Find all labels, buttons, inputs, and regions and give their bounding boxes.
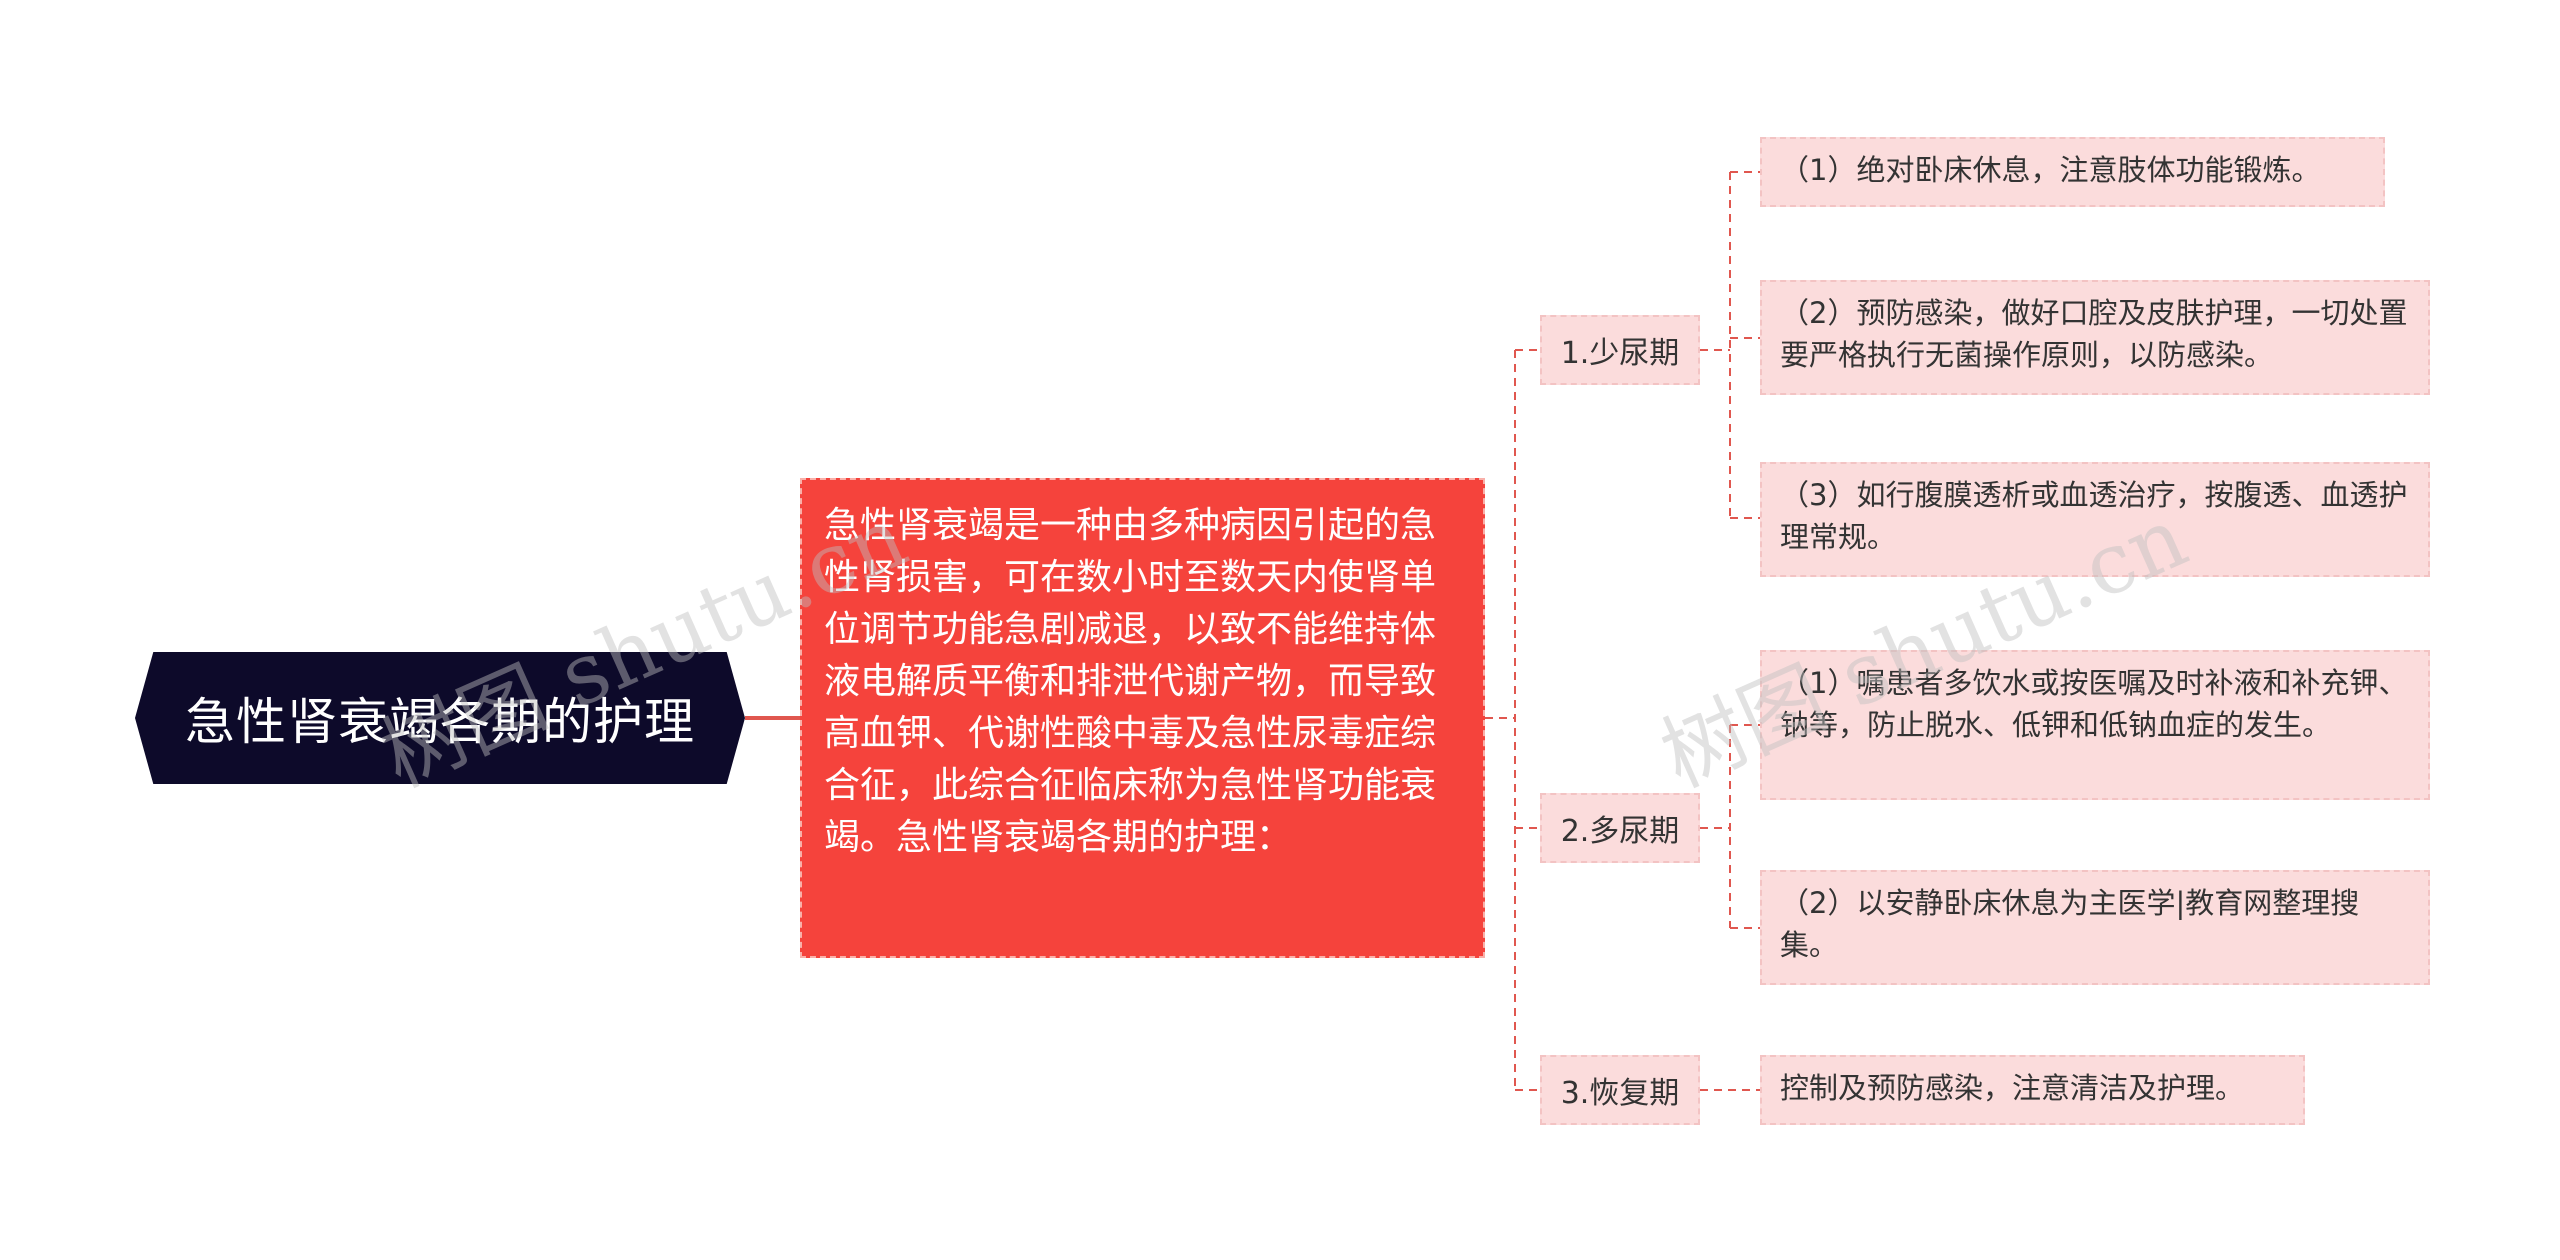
stage-node-recovery[interactable]: 3.恢复期 [1540,1055,1700,1125]
leaf-text: （3）如行腹膜透析或血透治疗，按腹透、血透护理常规。 [1780,478,2408,554]
stage-1-item-3[interactable]: （3）如行腹膜透析或血透治疗，按腹透、血透护理常规。 [1760,462,2430,577]
stage-2-item-1[interactable]: （1）嘱患者多饮水或按医嘱及时补液和补充钾、钠等，防止脱水、低钾和低钠血症的发生… [1760,650,2430,800]
leaf-text: 控制及预防感染，注意清洁及护理。 [1780,1071,2245,1105]
center-text: 急性肾衰竭是一种由多种病因引起的急性肾损害，可在数小时至数天内使肾单位调节功能急… [824,505,1437,858]
stage-node-polyuric[interactable]: 2.多尿期 [1540,793,1700,863]
stage-node-oliguric[interactable]: 1.少尿期 [1540,315,1700,385]
stage-1-item-1[interactable]: （1）绝对卧床休息，注意肢体功能锻炼。 [1760,137,2385,207]
stage-1-item-2[interactable]: （2）预防感染，做好口腔及皮肤护理，一切处置要严格执行无菌操作原则，以防感染。 [1760,280,2430,395]
stage-label: 1.少尿期 [1560,336,1680,371]
leaf-text: （2）预防感染，做好口腔及皮肤护理，一切处置要严格执行无菌操作原则，以防感染。 [1780,296,2408,372]
stage-3-item-1[interactable]: 控制及预防感染，注意清洁及护理。 [1760,1055,2305,1125]
stage-label: 2.多尿期 [1560,814,1680,849]
leaf-text: （1）嘱患者多饮水或按医嘱及时补液和补充钾、钠等，防止脱水、低钾和低钠血症的发生… [1780,666,2408,742]
root-title: 急性肾衰竭各期的护理 [185,693,695,751]
root-node[interactable]: 急性肾衰竭各期的护理 [135,652,745,784]
stage-label: 3.恢复期 [1560,1076,1680,1111]
leaf-text: （2）以安静卧床休息为主医学|教育网整理搜集。 [1780,886,2360,962]
leaf-text: （1）绝对卧床休息，注意肢体功能锻炼。 [1780,153,2321,187]
center-node[interactable]: 急性肾衰竭是一种由多种病因引起的急性肾损害，可在数小时至数天内使肾单位调节功能急… [800,478,1485,958]
stage-2-item-2[interactable]: （2）以安静卧床休息为主医学|教育网整理搜集。 [1760,870,2430,985]
